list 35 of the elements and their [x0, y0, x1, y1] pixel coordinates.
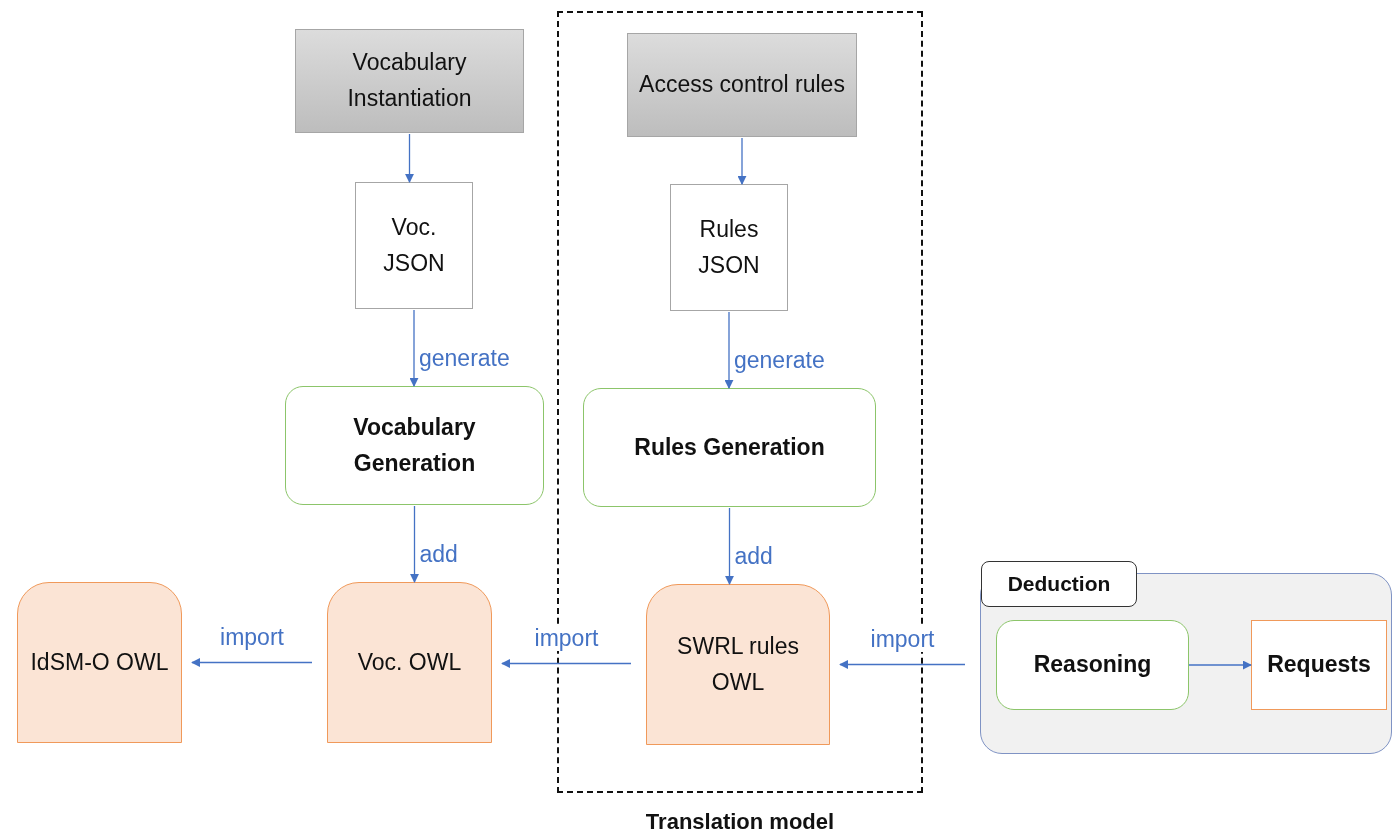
arrow: [501, 659, 632, 668]
arrow: [737, 137, 747, 185]
document-box: [670, 184, 788, 311]
node-label: Requests: [1266, 650, 1372, 680]
document-box: [355, 182, 473, 309]
arrow: [1188, 660, 1252, 670]
node-label: Reasoning: [1032, 650, 1153, 680]
node-label: SWRL rules OWL: [676, 631, 800, 697]
edge-label: import: [218, 624, 286, 650]
node-label: Access control rules: [638, 70, 846, 100]
node-label: Voc. OWL: [356, 647, 463, 677]
arrow: [191, 658, 313, 667]
arrow: [839, 660, 966, 669]
arrow: [724, 311, 734, 389]
process-box: [627, 33, 857, 137]
arrow: [725, 507, 734, 585]
node-label: Vocabulary Generation: [352, 412, 477, 478]
process-box: [1251, 620, 1387, 710]
ontology-box: [327, 582, 492, 743]
process-box: [996, 620, 1189, 710]
group-title: Translation model: [645, 808, 835, 830]
group-heading-tab: Deduction: [981, 561, 1137, 607]
node-label: Vocabulary Instantiation: [346, 48, 473, 113]
ontology-box: [17, 582, 182, 743]
process-box: [295, 29, 524, 133]
node-label: Voc. JSON: [382, 212, 446, 278]
arrow: [410, 505, 419, 583]
process-box: [583, 388, 876, 507]
node-label: IdSM-O OWL: [29, 647, 170, 677]
arrow: [405, 133, 414, 183]
node-label: Rules JSON: [697, 214, 761, 280]
node-label: Rules Generation: [633, 432, 826, 462]
process-box: [285, 386, 544, 505]
arrow: [409, 309, 419, 387]
ontology-box: [646, 584, 830, 745]
